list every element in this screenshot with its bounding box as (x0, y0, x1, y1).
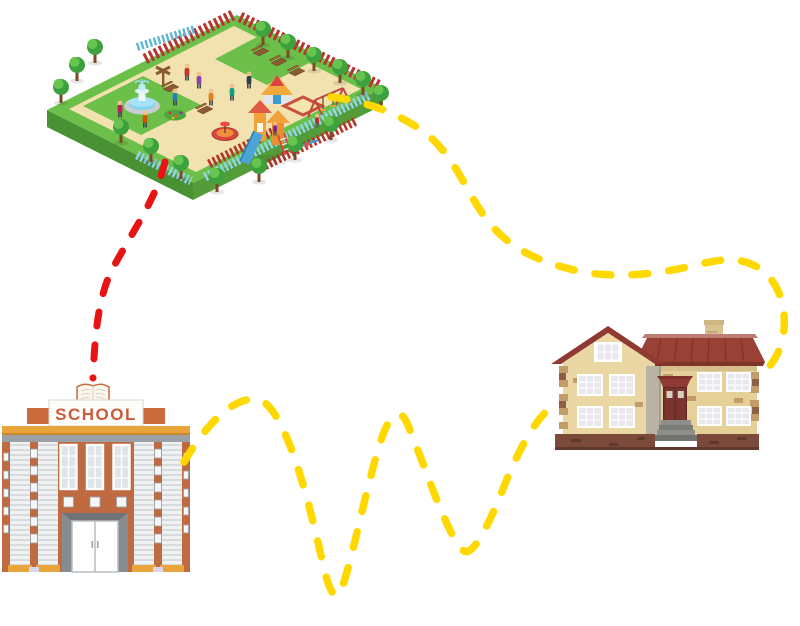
small-windows (3, 448, 189, 544)
cornice-shadow (2, 433, 190, 435)
tree (209, 168, 225, 195)
trees (53, 21, 389, 195)
person (315, 113, 319, 128)
tree (143, 138, 159, 165)
cornice (2, 426, 190, 435)
blue-board-fence (135, 25, 197, 51)
tree (53, 79, 69, 106)
tree (323, 116, 339, 143)
tree (87, 39, 103, 66)
house-illustration (551, 320, 765, 450)
eave-shadow (655, 366, 757, 371)
tree (332, 59, 348, 86)
flower-bed (164, 109, 186, 121)
tree (355, 71, 371, 98)
tree (113, 119, 129, 146)
tall-windows (59, 443, 131, 491)
blue-board-fence (202, 90, 373, 182)
person (273, 121, 277, 136)
tree (306, 47, 322, 74)
school-facade (2, 442, 190, 573)
school-entrance (62, 513, 128, 573)
school-building: SCHOOL (2, 383, 190, 573)
path-playground-to-house (327, 93, 789, 382)
merry-go-round (211, 121, 239, 141)
school-sign: SCHOOL (27, 399, 165, 427)
path-school-to-house (180, 395, 561, 600)
tree (255, 21, 271, 48)
main-roof (635, 334, 765, 366)
pilaster-bases (8, 565, 184, 572)
person (229, 83, 235, 101)
tree (251, 158, 267, 185)
people (117, 63, 319, 136)
gable-window (594, 342, 622, 362)
person (117, 100, 123, 118)
pilasters (10, 442, 182, 566)
tree (287, 136, 303, 163)
tent-hut (261, 75, 293, 104)
person (208, 88, 214, 106)
person (184, 63, 190, 81)
tree (69, 57, 85, 84)
crossroads-signpost (155, 65, 171, 87)
tree (173, 155, 189, 182)
entablature (2, 435, 190, 442)
house-windows (577, 372, 751, 428)
tree (280, 34, 296, 61)
house-door (664, 388, 675, 420)
square-windows (63, 496, 127, 508)
red-picket-fence (206, 122, 285, 169)
person (142, 110, 148, 128)
school-sign-label: SCHOOL (55, 405, 137, 424)
porch-awning (659, 378, 691, 387)
person (172, 88, 178, 106)
person (196, 71, 202, 89)
benches (160, 44, 306, 115)
person (246, 71, 252, 89)
playground-illustration (47, 9, 389, 200)
foundation (555, 434, 759, 450)
house-door (675, 388, 686, 420)
fountain (124, 79, 160, 115)
steps (655, 420, 697, 441)
path-playground-to-school (89, 158, 169, 382)
house-entrance (646, 366, 697, 441)
